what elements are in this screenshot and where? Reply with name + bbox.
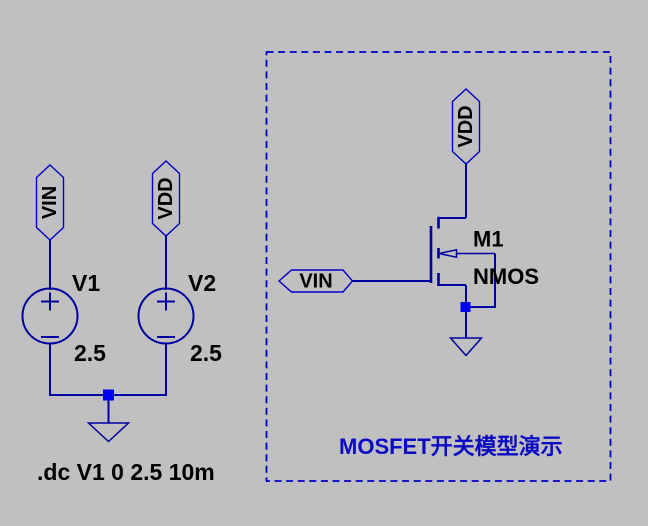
net-flag-label: VIN <box>39 186 61 219</box>
annotation-box[interactable] <box>265 51 612 482</box>
ground-triangle <box>448 337 484 357</box>
ground-symbol-left[interactable] <box>86 422 131 443</box>
component-designator[interactable]: V2 <box>188 270 216 296</box>
component-value[interactable]: 2.5 <box>74 340 106 366</box>
nmos-transistor-m1[interactable] <box>429 216 495 286</box>
net-flag-label: VDD <box>155 177 177 219</box>
net-flag-vin-demo[interactable]: VIN <box>277 269 354 293</box>
spice-directive[interactable]: .dc V1 0 2.5 10m <box>37 459 215 485</box>
junction-dot <box>103 389 114 401</box>
voltage-source-v2[interactable] <box>137 287 195 345</box>
net-flag-vin-left[interactable]: VIN <box>35 164 65 241</box>
net-flag-vdd-left[interactable]: VDD <box>151 160 181 237</box>
ground-triangle <box>86 422 131 443</box>
junction-dot <box>460 302 471 312</box>
component-model[interactable]: NMOS <box>473 264 539 289</box>
wire[interactable] <box>470 253 496 308</box>
source-body <box>137 287 195 345</box>
net-flag-vdd-demo[interactable]: VDD <box>451 88 481 165</box>
voltage-source-v1[interactable] <box>21 287 79 345</box>
ground-symbol-demo[interactable] <box>448 337 484 357</box>
net-flag-label: VDD <box>455 105 477 147</box>
net-flag-label: VIN <box>299 271 332 293</box>
component-designator[interactable]: M1 <box>473 227 504 252</box>
source-body <box>21 287 79 345</box>
component-designator[interactable]: V1 <box>72 270 100 296</box>
body-arrow <box>438 248 458 259</box>
component-value[interactable]: 2.5 <box>190 340 222 366</box>
demo-caption[interactable]: MOSFET开关模型演示 <box>339 434 563 459</box>
